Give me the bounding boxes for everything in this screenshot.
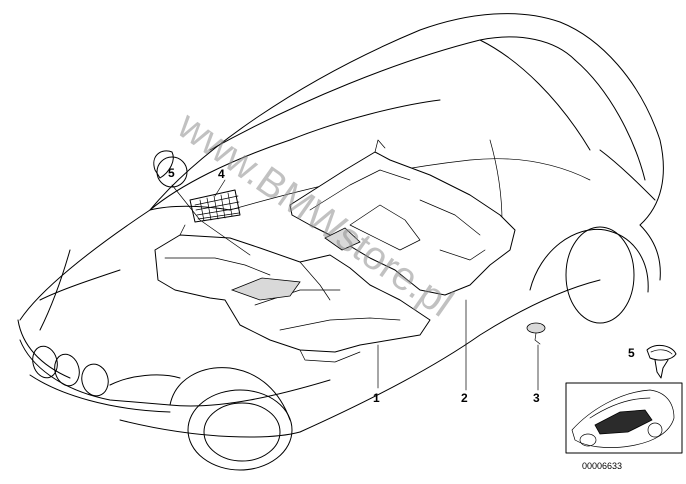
clip-part <box>526 322 546 345</box>
callout-4: 4 <box>218 167 225 181</box>
callout-2: 2 <box>461 391 468 405</box>
callout-5: 5 <box>168 166 175 180</box>
callout-circle-5 <box>156 156 188 188</box>
callout-3: 3 <box>533 391 540 405</box>
carpet-rear <box>289 139 516 296</box>
inset-callout-5: 5 <box>628 346 635 360</box>
luggage-net <box>189 189 241 223</box>
carpet-front <box>154 224 431 363</box>
diagram-number: 00006633 <box>582 461 622 471</box>
side-mirror <box>153 150 174 179</box>
inset-fastener <box>646 344 677 379</box>
inset-box: 5 <box>565 344 683 454</box>
car-body-outline <box>17 13 664 471</box>
headlights <box>32 345 181 397</box>
inset-car <box>571 389 675 448</box>
leader-lines <box>171 179 539 391</box>
callout-1: 1 <box>373 391 380 405</box>
